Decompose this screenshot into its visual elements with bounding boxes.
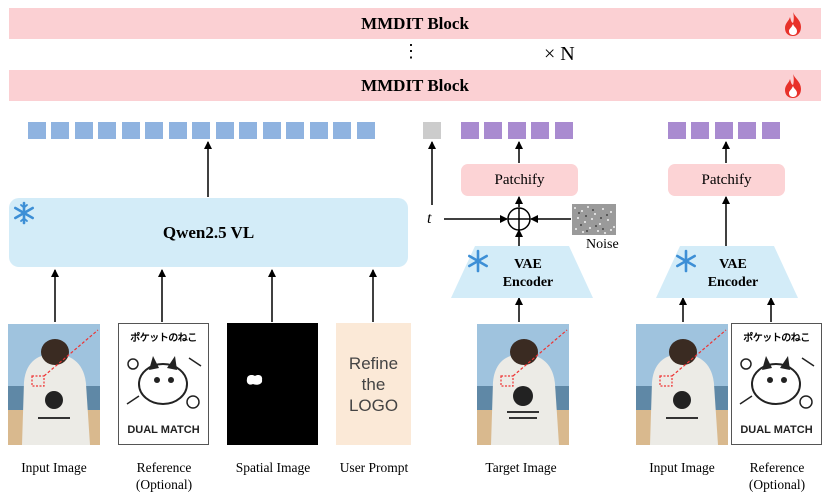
text-token [145,122,163,139]
patchify-label: Patchify [494,171,545,188]
timestep-label: t [427,210,432,227]
vae-encoder-condition: VAE Encoder [683,256,783,292]
snowflake-icon [13,201,35,225]
reference-label-line1: Reference [749,460,805,475]
reference-image-thumb: ポケットのねこ DUAL MATCH [118,323,209,445]
vae-label-line1: VAE [719,257,747,272]
text-token [75,122,93,139]
text-token [192,122,210,139]
reference-label-line1: Reference [136,460,192,475]
latent-token [508,122,526,139]
prompt-line-3: LOGO [348,395,399,415]
latent-token [531,122,549,139]
text-token [357,122,375,139]
user-prompt-box: Refine the LOGO [336,323,411,445]
fire-icon [785,12,801,36]
text-token [51,122,69,139]
target-image-thumb [477,324,569,445]
latent-token [738,122,756,139]
condition-input-image-label: Input Image [649,460,715,475]
vae-label-line2: Encoder [707,275,759,290]
condition-input-image-thumb [636,324,728,445]
user-prompt-label: User Prompt [339,460,409,475]
patchify-label: Patchify [701,171,752,188]
text-token [216,122,234,139]
text-token [310,122,328,139]
patchify-target: Patchify [461,164,578,196]
fire-icon [785,74,801,98]
condition-reference-label: Reference (Optional) [726,459,828,493]
mmdit-block-label: MMDIT Block [361,13,469,33]
poster-cat-drawing [739,356,815,409]
poster-title: ポケットのねこ [743,333,810,344]
input-image-thumb [8,324,100,445]
noise-label: Noise [586,237,619,252]
poster-text: DUAL MATCH [740,424,813,436]
latent-token [461,122,479,139]
text-token [98,122,116,139]
text-token [239,122,257,139]
qwen-vl-encoder: Qwen2.5 VL [9,198,408,267]
qwen-label: Qwen2.5 VL [162,222,255,242]
poster-text: DUAL MATCH [127,424,200,436]
patchify-condition: Patchify [668,164,785,196]
poster-cat-drawing [126,356,202,409]
text-token [169,122,187,139]
reference-label-line2: (Optional) [135,477,193,492]
input-image-label: Input Image [21,460,87,475]
prompt-line-1: Refine [348,353,399,373]
latent-token [691,122,709,139]
mmdit-block-top: MMDIT Block [9,8,821,39]
mmdit-block-bottom: MMDIT Block [9,70,821,101]
vae-label-line2: Encoder [502,275,554,290]
timestep-token [423,122,441,139]
snowflake-icon [675,249,697,273]
spatial-image-thumb [227,323,318,445]
latent-token [555,122,573,139]
latent-token [715,122,733,139]
noise-image [572,204,616,235]
text-token [333,122,351,139]
repeat-count: × N [544,43,575,65]
latent-token [484,122,502,139]
text-token [28,122,46,139]
prompt-line-2: the [361,374,386,394]
latent-token [762,122,780,139]
spatial-image-label: Spatial Image [235,460,311,475]
repeat-dots: ⋮ [402,41,420,61]
vae-encoder-target-shape [451,246,593,298]
vae-encoder-target: VAE Encoder [478,256,578,292]
mmdit-block-label: MMDIT Block [361,75,469,95]
text-token [263,122,281,139]
condition-reference-image-thumb: ポケットのねこ DUAL MATCH [731,323,822,445]
latent-token [668,122,686,139]
poster-title: ポケットのねこ [130,333,197,344]
target-image-label: Target Image [485,460,557,475]
reference-label: Reference (Optional) [112,459,216,493]
text-token [286,122,304,139]
vae-label-line1: VAE [514,257,542,272]
snowflake-icon [467,249,489,273]
text-token [122,122,140,139]
reference-label-line2: (Optional) [748,477,806,492]
